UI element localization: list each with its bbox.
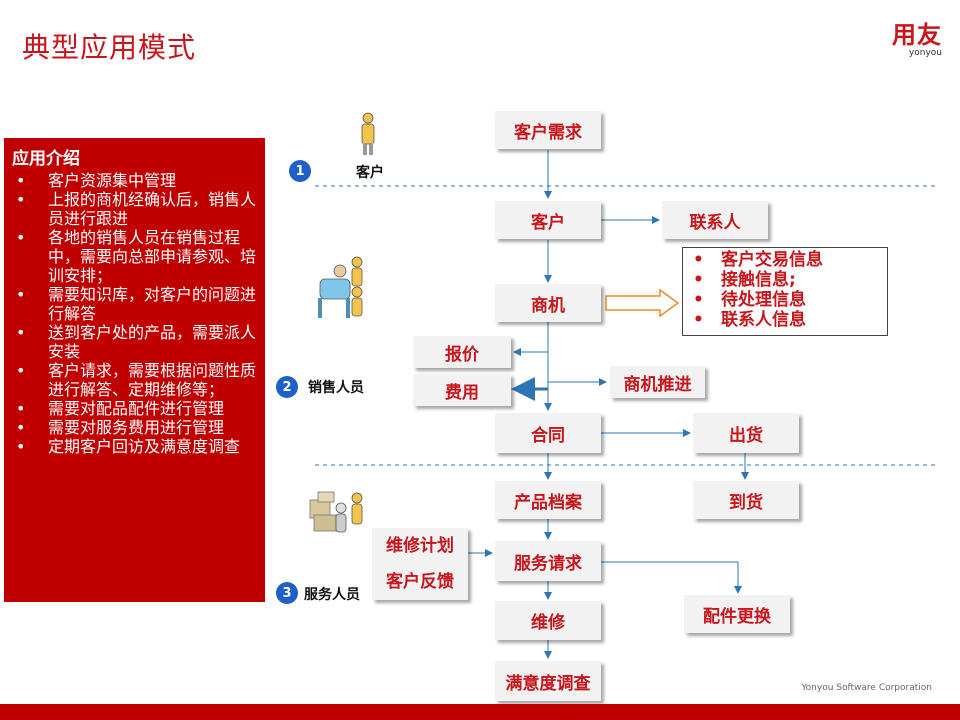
role-number-badge: 1 [289,160,311,182]
flow-node-contract: 合同 [495,413,601,453]
info-item: 联系人信息 [689,310,881,330]
flow-node-arrival: 到货 [693,481,799,519]
yonyou-logo: 用友 yonyou [892,22,942,58]
flow-node-customer-need: 客户需求 [495,111,601,149]
footer-bar [0,704,960,720]
info-item: 待处理信息 [689,290,881,310]
sales-people-icon [318,256,363,318]
intro-panel: 应用介绍 客户资源集中管理 上报的商机经确认后，销售人员进行跟进 各地的销售人员… [4,138,265,602]
flow-node-maintenance-plan: 维修计划 [386,536,454,556]
intro-item: 需要对配品配件进行管理 [12,399,257,418]
flow-node-repair: 维修 [495,601,601,640]
flow-node-shipment: 出货 [693,413,799,453]
customer-person-icon [361,112,375,155]
flow-node-customer-feedback: 客户反馈 [386,572,454,592]
intro-item: 定期客户回访及满意度调查 [12,437,257,456]
role-label-sales: 销售人员 [308,380,364,396]
intro-item: 客户请求，需要根据问题性质进行解答、定期维修等； [12,361,257,399]
flow-node-parts-replace: 配件更换 [684,595,790,633]
opportunity-info-box: 客户交易信息 接触信息; 待处理信息 联系人信息 [682,247,888,336]
intro-item: 送到客户处的产品，需要派人安装 [12,323,257,361]
flow-node-opportunity-advance: 商机推进 [610,366,705,398]
intro-item: 各地的销售人员在销售过程中，需要向总部申请参观、培训安排； [12,228,257,285]
intro-item: 客户资源集中管理 [12,171,257,190]
flow-node-product-archive: 产品档案 [495,481,601,519]
flow-node-contact: 联系人 [662,201,768,239]
flow-node-service-request: 服务请求 [495,541,601,581]
flow-node-plan-feedback: 维修计划 客户反馈 [372,528,468,600]
role-label-customer: 客户 [356,165,384,181]
flow-node-satisfaction-survey: 满意度调查 [495,661,601,701]
role-number-badge: 3 [276,582,298,604]
flow-node-customer: 客户 [495,201,601,239]
hollow-arrow-icon [605,288,680,318]
intro-heading: 应用介绍 [12,149,80,169]
logo-text: 用友 [892,21,942,49]
company-footer-text: Yonyou Software Corporation [801,683,932,693]
info-list: 客户交易信息 接触信息; 待处理信息 联系人信息 [689,250,881,330]
info-item: 接触信息; [689,270,881,290]
flow-node-quote: 报价 [413,336,511,368]
logo-subtext: yonyou [908,48,942,58]
intro-item: 需要对服务费用进行管理 [12,418,257,437]
service-people-icon [309,491,363,533]
intro-item: 上报的商机经确认后，销售人员进行跟进 [12,190,257,228]
flow-node-opportunity: 商机 [495,284,601,322]
info-item: 客户交易信息 [689,250,881,270]
flow-node-expense: 费用 [413,374,511,406]
intro-item: 需要知识库，对客户的问题进行解答 [12,285,257,323]
role-label-service: 服务人员 [304,587,360,603]
page-title: 典型应用模式 [22,31,197,64]
role-number-badge: 2 [276,376,298,398]
intro-list: 客户资源集中管理 上报的商机经确认后，销售人员进行跟进 各地的销售人员在销售过程… [12,171,257,456]
